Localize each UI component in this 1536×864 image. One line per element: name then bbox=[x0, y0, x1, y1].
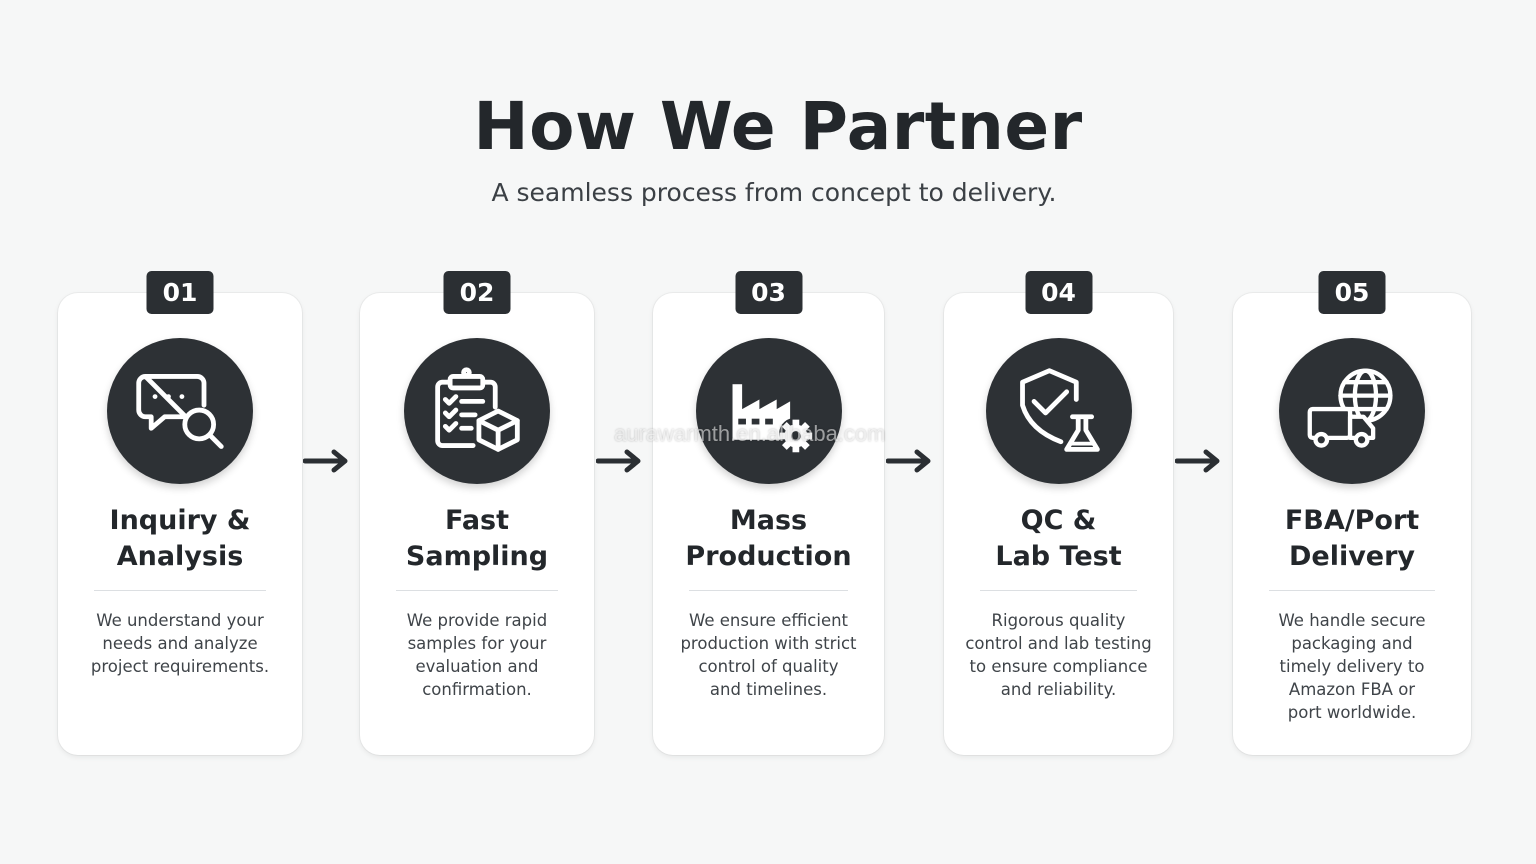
step-title: FBA/Port Delivery bbox=[1284, 505, 1420, 572]
step-icon-circle bbox=[1279, 338, 1425, 484]
divider bbox=[94, 590, 266, 591]
divider bbox=[689, 590, 848, 591]
step-description: We understand your needs and analyze pro… bbox=[90, 611, 270, 676]
step-number-badge: 01 bbox=[146, 271, 214, 314]
step-description: We ensure efficient production with stri… bbox=[680, 611, 857, 699]
clipboard-box-icon bbox=[435, 367, 520, 452]
step-description: We provide rapid samples for your evalua… bbox=[406, 611, 548, 699]
watermark-text: aurawarmth.en.alibaba.com bbox=[614, 421, 886, 446]
step-title: Mass Production bbox=[685, 505, 852, 572]
step-description: We handle secure packaging and timely de… bbox=[1278, 611, 1426, 722]
page-title: How We Partner bbox=[473, 88, 1083, 165]
chat-search-icon bbox=[136, 374, 224, 449]
globe-truck-icon bbox=[1307, 368, 1393, 448]
step-description: Rigorous quality control and lab testing… bbox=[965, 611, 1152, 699]
step-card-4: 04 QC & Lab Test Rigorous quality contro… bbox=[944, 271, 1173, 755]
step-title: Fast Sampling bbox=[405, 505, 549, 572]
divider bbox=[1269, 590, 1435, 591]
step-icon-circle bbox=[404, 338, 550, 484]
step-icon-circle bbox=[695, 338, 842, 484]
step-title: Inquiry & Analysis bbox=[109, 505, 251, 572]
step-card-3: 03 Mass Production We bbox=[653, 271, 884, 755]
divider bbox=[396, 590, 558, 591]
step-card-1: 01 Inquiry & Analysis We understand your… bbox=[58, 271, 302, 755]
shield-flask-icon bbox=[1019, 368, 1100, 452]
step-number-badge: 04 bbox=[1025, 271, 1092, 314]
divider bbox=[980, 590, 1137, 591]
step-number-badge: 03 bbox=[735, 271, 802, 314]
step-card-5: 05 FBA/Port Delivery We handle secure pa… bbox=[1233, 271, 1471, 755]
step-title: QC & Lab Test bbox=[995, 505, 1122, 572]
step-icon-circle bbox=[107, 338, 253, 484]
step-number-badge: 05 bbox=[1318, 271, 1386, 314]
page-subtitle: A seamless process from concept to deliv… bbox=[491, 178, 1057, 207]
step-card-2: 02 Fast Sampling We provide rapid sample… bbox=[360, 271, 594, 755]
arrow-right-icon bbox=[886, 449, 931, 473]
arrow-right-icon bbox=[596, 449, 641, 473]
step-number-badge: 02 bbox=[443, 271, 511, 314]
arrow-right-icon bbox=[1175, 449, 1220, 473]
step-icon-circle bbox=[985, 338, 1132, 484]
factory-gear-icon bbox=[731, 380, 812, 453]
arrow-right-icon bbox=[303, 449, 348, 473]
